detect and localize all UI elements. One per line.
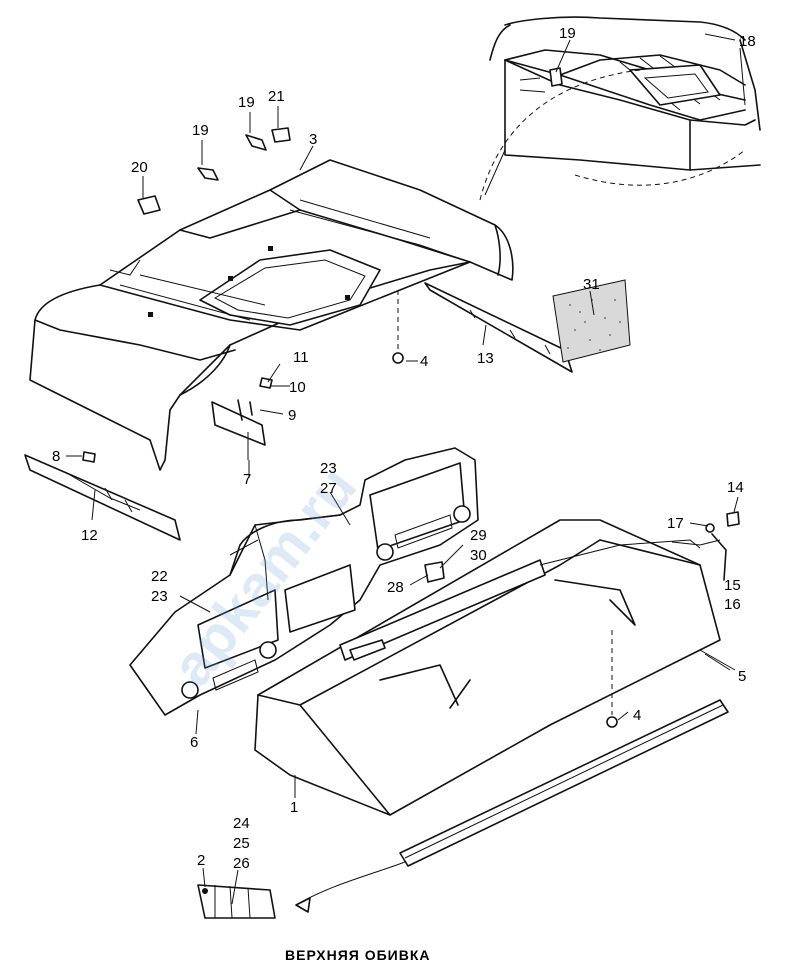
- callout-6: 6: [190, 734, 198, 751]
- callout-26: 26: [233, 855, 250, 872]
- callout-17: 17: [667, 515, 684, 532]
- seal-strip: [197, 699, 729, 919]
- callout-4-lower: 4: [633, 707, 641, 724]
- callout-24: 24: [233, 815, 250, 832]
- callout-3: 3: [309, 131, 317, 148]
- callout-4-upper: 4: [420, 353, 428, 370]
- bracket-19-left: [197, 140, 219, 181]
- part-8-clip: [82, 451, 96, 463]
- callout-1: 1: [290, 799, 298, 816]
- callout-9: 9: [288, 407, 296, 424]
- callout-27: 27: [320, 480, 337, 497]
- callout-14: 14: [727, 479, 744, 496]
- part-13-rail: [424, 282, 573, 373]
- callout-19-left: 19: [192, 122, 209, 139]
- callout-7: 7: [243, 471, 251, 488]
- callout-5: 5: [738, 668, 746, 685]
- part-12-rail: [24, 454, 181, 541]
- callout-21: 21: [268, 88, 285, 105]
- leader-lines: [66, 145, 739, 888]
- callout-2: 2: [197, 852, 205, 869]
- bracket-20: [137, 178, 161, 215]
- callout-15: 15: [724, 577, 741, 594]
- callout-16: 16: [724, 596, 741, 613]
- callout-31: 31: [583, 276, 600, 293]
- part-6-rear-panel: [129, 447, 479, 716]
- bracket-21: [271, 106, 291, 143]
- parts-14-17-clips: [671, 511, 740, 581]
- part-28-29-30-clip: [424, 561, 445, 583]
- callout-labels: 1 2 3 4 4 5 6 7 8 9 10 11 12 13 14 15 16…: [52, 25, 756, 872]
- diagram-caption: ВЕРХНЯЯ ОБИВКА: [285, 947, 431, 963]
- callout-23-left: 23: [151, 588, 168, 605]
- callout-8: 8: [52, 448, 60, 465]
- callout-20: 20: [131, 159, 148, 176]
- parts-7-9-10-11-sunvisor-bracket: [211, 377, 273, 460]
- callout-12: 12: [81, 527, 98, 544]
- callout-29: 29: [470, 527, 487, 544]
- bracket-19-mid: [245, 112, 267, 151]
- inset-cab-view: [479, 16, 761, 201]
- callout-28: 28: [387, 579, 404, 596]
- part-3-headliner: [29, 159, 514, 471]
- callout-11: 11: [293, 349, 309, 366]
- fastener-4-lower: [606, 716, 618, 728]
- part-1-lower-headliner: [254, 519, 736, 816]
- fastener-4-upper: [392, 290, 404, 364]
- callout-30: 30: [470, 547, 487, 564]
- callout-19-inset: 19: [559, 25, 576, 42]
- callout-13: 13: [477, 350, 494, 367]
- callout-10: 10: [289, 379, 306, 396]
- callout-18: 18: [739, 33, 756, 50]
- callout-22: 22: [151, 568, 168, 585]
- callout-23-top: 23: [320, 460, 337, 477]
- callout-19-mid: 19: [238, 94, 255, 111]
- callout-25: 25: [233, 835, 250, 852]
